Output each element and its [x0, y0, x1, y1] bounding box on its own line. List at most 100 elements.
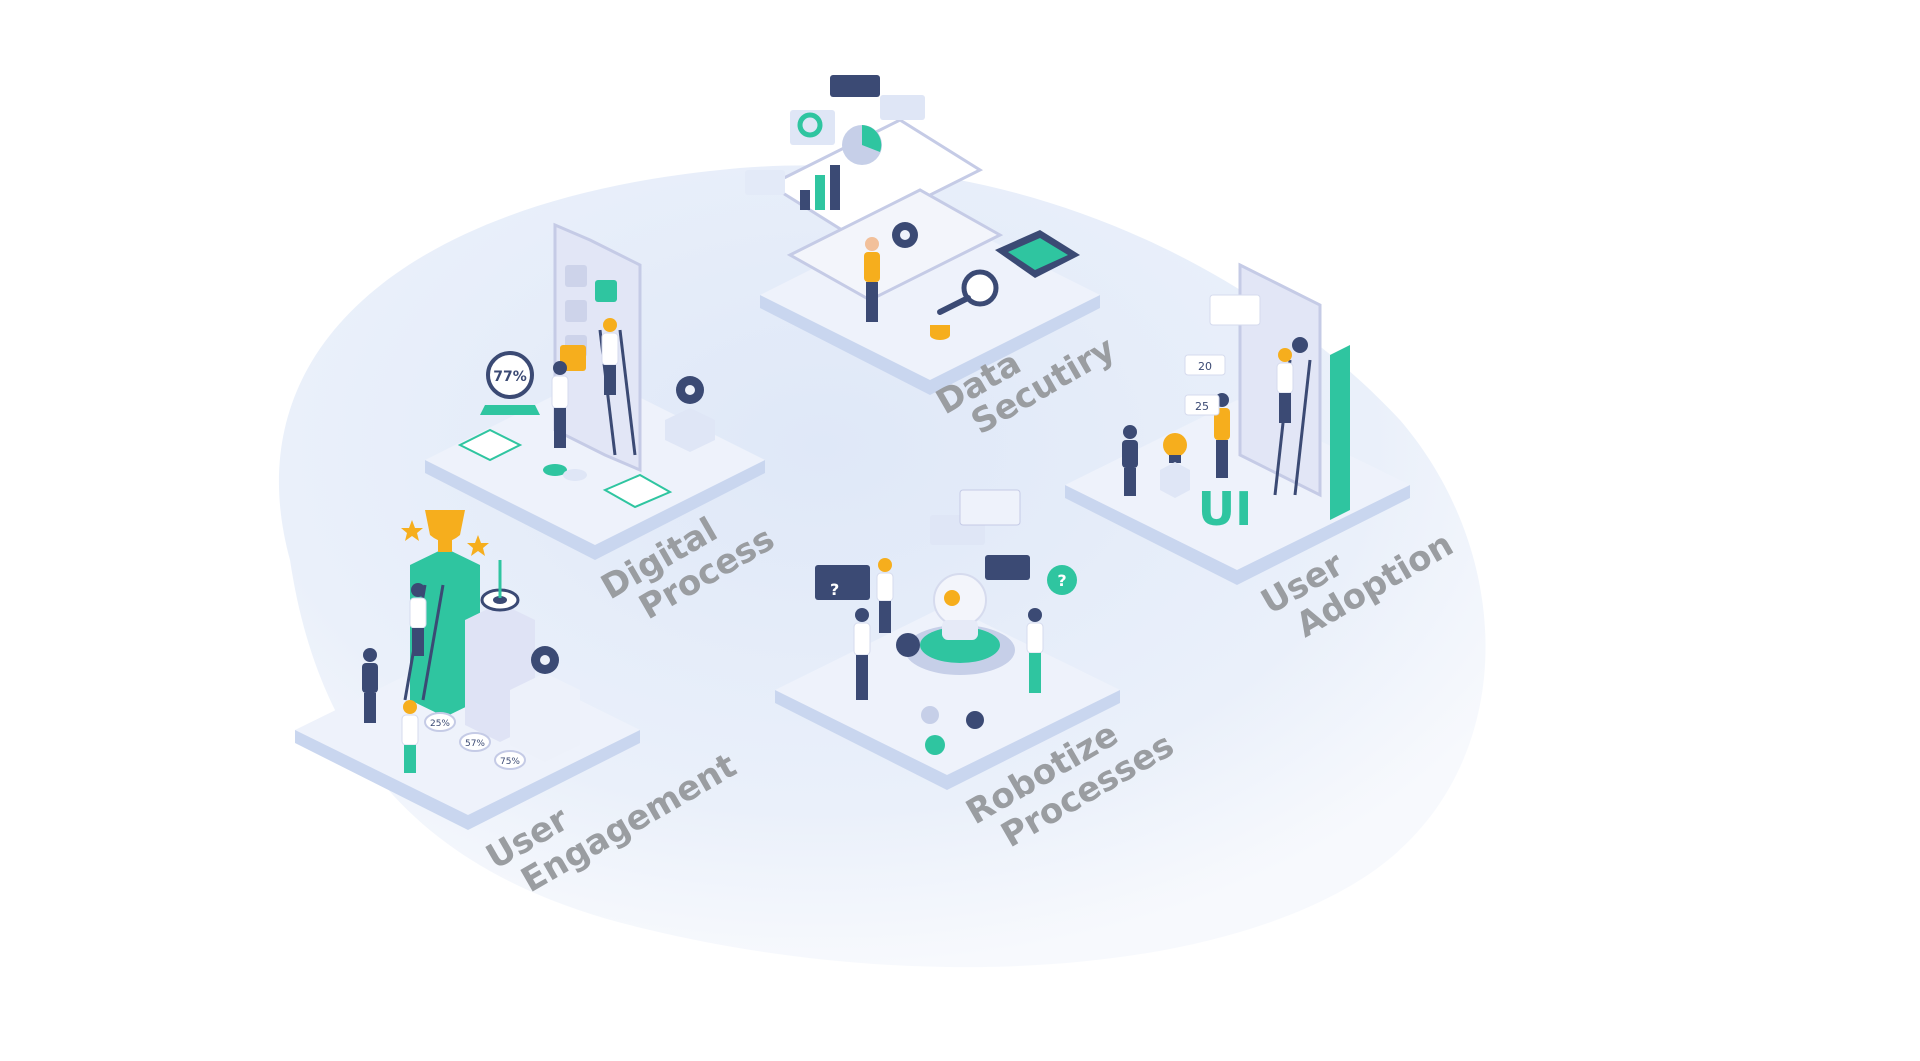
bar-chart-bar — [815, 175, 825, 210]
person-head — [1278, 348, 1292, 362]
coin-stack — [543, 464, 567, 476]
question-icon: ? — [1057, 571, 1066, 590]
floating-card — [830, 75, 880, 97]
person-legs — [879, 601, 891, 633]
person-head — [855, 608, 869, 622]
person-legs — [866, 282, 878, 322]
lightbulb-icon — [1160, 433, 1190, 498]
calculator-icon — [995, 230, 1080, 278]
robot-icon — [933, 573, 987, 640]
box — [665, 408, 715, 452]
gear-hole — [685, 385, 695, 395]
person-head — [603, 318, 617, 332]
token — [896, 633, 920, 657]
ladder — [618, 329, 637, 456]
person-legs — [364, 693, 376, 723]
person-head — [878, 558, 892, 572]
person-legs — [1279, 393, 1291, 423]
coin-value: 75% — [500, 757, 520, 767]
person-head — [553, 361, 567, 375]
token — [925, 735, 945, 755]
gauge-icon: 77% — [480, 351, 540, 415]
platform-top — [1065, 400, 1410, 570]
person-legs — [1216, 440, 1228, 478]
magnifier-icon — [937, 269, 999, 315]
person-head — [1123, 425, 1137, 439]
person-head — [411, 583, 425, 597]
ladder — [1293, 359, 1312, 496]
question-bubble — [1047, 565, 1077, 595]
person-legs — [412, 628, 424, 656]
floating-card — [1209, 294, 1261, 326]
chat-card — [985, 555, 1030, 580]
pie-chart-slice — [862, 125, 882, 152]
gear-hole — [540, 655, 550, 665]
ruler — [1330, 345, 1350, 520]
floating-card — [880, 95, 925, 120]
person-legs — [1029, 653, 1041, 693]
person-head — [1028, 608, 1042, 622]
coin — [459, 732, 491, 752]
ladder — [421, 584, 445, 701]
coin-stack — [563, 469, 587, 481]
person-body — [1214, 408, 1230, 440]
bar-chart-bar — [830, 165, 840, 210]
bar-chart-bar — [800, 190, 810, 210]
round-icon — [1292, 337, 1308, 353]
person-legs — [1124, 468, 1136, 496]
laptop-base — [786, 188, 1004, 302]
target-icon — [480, 560, 520, 612]
person-body — [401, 714, 419, 746]
module-digital-process: 77% Digital Process — [425, 222, 781, 628]
module-data-security: Data Secutiry — [745, 75, 1122, 443]
chat-card — [959, 489, 1021, 526]
coin — [494, 750, 526, 770]
app-tile — [565, 300, 587, 322]
person-body — [551, 375, 569, 409]
person-body — [864, 252, 880, 282]
star-icon — [401, 520, 423, 541]
person-legs — [856, 655, 868, 700]
stat-card-value: 20 — [1198, 360, 1212, 373]
stat-card-value: 25 — [1195, 400, 1209, 413]
person-body — [1026, 622, 1044, 654]
donut-chart — [797, 112, 823, 138]
chat-card — [815, 565, 870, 600]
floating-card — [745, 170, 785, 195]
trophy-icon — [425, 510, 465, 552]
person-head — [403, 700, 417, 714]
pedestal-low — [510, 673, 580, 762]
person-head — [865, 237, 879, 251]
person-body — [853, 622, 871, 656]
gear-hole — [900, 230, 910, 240]
person-body — [362, 663, 378, 693]
person-legs — [604, 365, 616, 395]
robot-base — [920, 627, 1000, 663]
coin-value: 25% — [430, 719, 450, 729]
gauge-value: 77% — [493, 369, 527, 385]
person-body — [876, 572, 894, 602]
person-legs — [554, 408, 566, 448]
card-icon — [602, 473, 673, 509]
app-tile — [560, 345, 586, 371]
code-card-icon — [457, 428, 523, 462]
person-body — [1122, 440, 1138, 468]
app-tile — [595, 280, 617, 302]
coin-value: 57% — [465, 739, 485, 749]
app-tile — [565, 265, 587, 287]
stat-card — [1184, 354, 1226, 376]
question-icon: ? — [830, 580, 839, 599]
person-body — [1276, 362, 1294, 394]
person-legs — [404, 745, 416, 773]
person-body — [601, 332, 619, 366]
stat-card — [1184, 394, 1220, 416]
token — [966, 711, 984, 729]
coin-stack — [930, 325, 950, 335]
token — [921, 706, 939, 724]
person-body — [409, 597, 427, 629]
ui-sign: UI — [1198, 482, 1252, 536]
star-icon — [467, 535, 489, 556]
coin — [424, 712, 456, 732]
person-head — [363, 648, 377, 662]
